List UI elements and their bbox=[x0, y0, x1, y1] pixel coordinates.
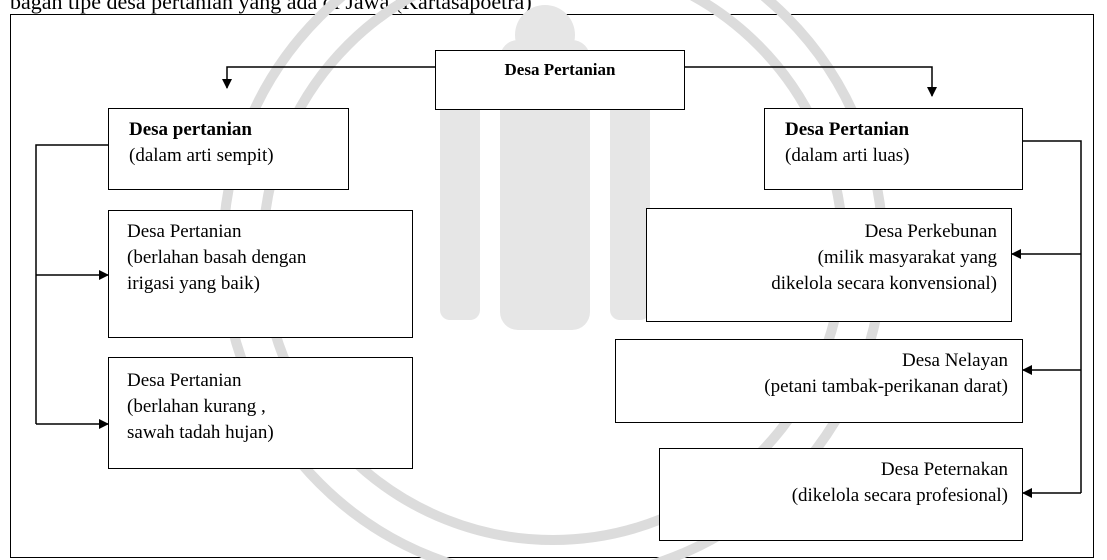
connector-root-to-narrow bbox=[222, 66, 435, 89]
left-item-1-line-1: Desa Pertanian bbox=[127, 221, 242, 242]
broad-sense-subtitle: (dalam arti luas) bbox=[785, 145, 910, 166]
left-item-2-line-3: sawah tadah hujan) bbox=[127, 422, 274, 443]
right-item-1-line-2: (milik masyarakat yang bbox=[817, 247, 997, 268]
right-item-3-line-1: Desa Peternakan bbox=[880, 459, 1008, 480]
left-item-2-line-2: (berlahan kurang , bbox=[127, 396, 266, 417]
connector-root-to-broad bbox=[685, 66, 937, 97]
right-item-3-node: Desa Peternakan (dikelola secara profesi… bbox=[659, 448, 1023, 541]
right-item-1-node: Desa Perkebunan (milik masyarakat yang d… bbox=[646, 208, 1012, 322]
broad-sense-title: Desa Pertanian bbox=[785, 119, 910, 140]
narrow-sense-node: Desa pertanian (dalam arti sempit) bbox=[108, 108, 349, 190]
root-node-title: Desa Pertanian bbox=[504, 60, 616, 79]
connector-right-bus bbox=[1023, 140, 1082, 493]
right-item-2-line-2: (petani tambak-perikanan darat) bbox=[764, 376, 1008, 397]
left-item-2-node: Desa Pertanian (berlahan kurang , sawah … bbox=[108, 357, 413, 469]
right-item-2-line-1: Desa Nelayan bbox=[901, 350, 1008, 371]
broad-sense-node: Desa Pertanian (dalam arti luas) bbox=[764, 108, 1023, 190]
narrow-sense-title: Desa pertanian bbox=[129, 119, 252, 140]
left-item-2-line-1: Desa Pertanian bbox=[127, 370, 242, 391]
right-item-2-node: Desa Nelayan (petani tambak-perikanan da… bbox=[615, 339, 1023, 423]
right-item-3-line-2: (dikelola secara profesional) bbox=[791, 485, 1008, 506]
left-item-1-line-3: irigasi yang baik) bbox=[127, 273, 260, 294]
left-item-1-node: Desa Pertanian (berlahan basah dengan ir… bbox=[108, 210, 413, 338]
right-item-1-line-1: Desa Perkebunan bbox=[864, 221, 997, 242]
right-item-1-line-3: dikelola secara konvensional) bbox=[771, 273, 997, 294]
connector-left-bus bbox=[35, 144, 108, 424]
root-node: Desa Pertanian bbox=[435, 50, 685, 110]
left-item-1-line-2: (berlahan basah dengan bbox=[127, 247, 307, 268]
narrow-sense-subtitle: (dalam arti sempit) bbox=[129, 145, 274, 166]
